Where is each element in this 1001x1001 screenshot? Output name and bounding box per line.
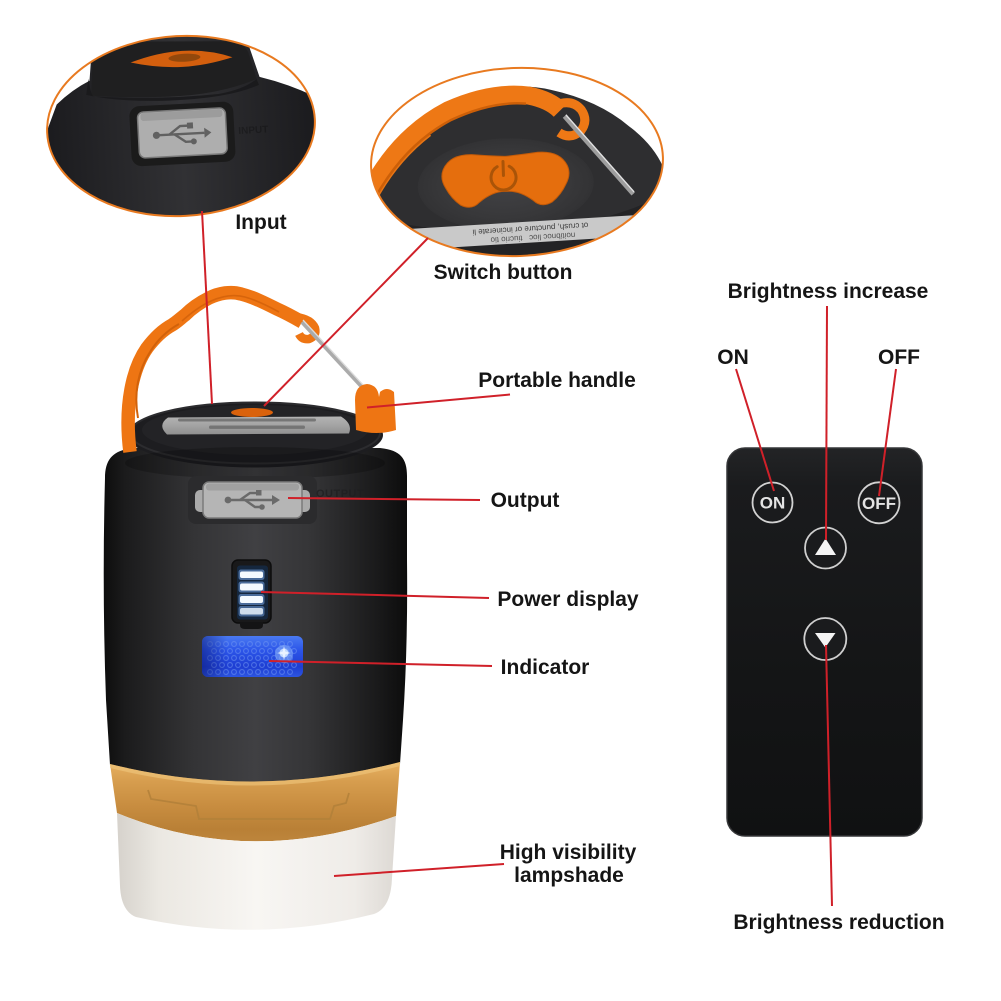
svg-text:ON: ON	[760, 494, 786, 513]
svg-text:High visibility: High visibility	[500, 841, 637, 864]
svg-text:Brightness increase: Brightness increase	[728, 280, 929, 303]
svg-text:OFF: OFF	[878, 346, 920, 369]
svg-text:OUTPUT: OUTPUT	[316, 488, 364, 500]
svg-text:Power display: Power display	[497, 588, 639, 611]
svg-text:INPUT: INPUT	[238, 124, 269, 137]
svg-text:Indicator: Indicator	[501, 656, 590, 679]
svg-text:Switch button: Switch button	[434, 261, 573, 284]
svg-text:Portable handle: Portable handle	[478, 369, 636, 392]
svg-text:lampshade: lampshade	[514, 864, 624, 887]
svg-text:OFF: OFF	[862, 494, 896, 513]
svg-text:Brightness reduction: Brightness reduction	[733, 911, 944, 934]
svg-text:Input: Input	[235, 211, 286, 234]
svg-text:Output: Output	[491, 489, 560, 512]
svg-text:ON: ON	[717, 346, 749, 369]
